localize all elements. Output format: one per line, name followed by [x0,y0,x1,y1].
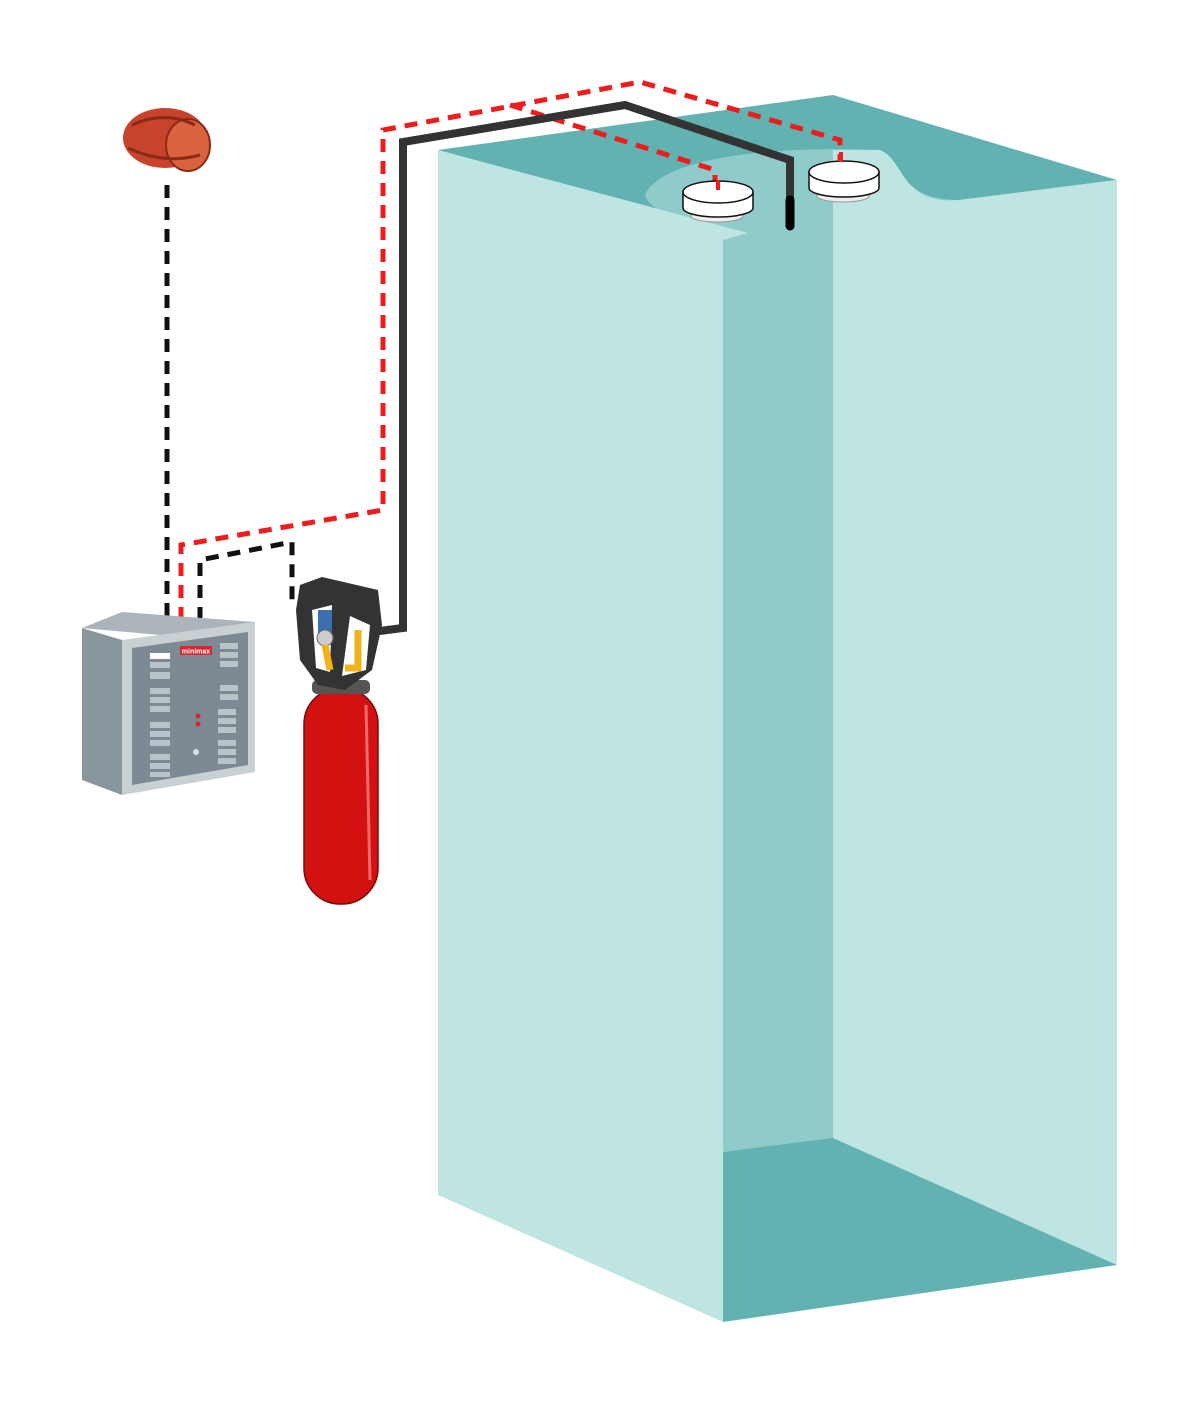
room-floor [723,1138,1117,1322]
detection-main-line [178,79,843,620]
smoke-detector-icon [682,180,754,223]
extinguishing-cylinder-icon [296,577,382,905]
control-panel: minimax [82,612,255,795]
flashing-siren-icon [123,108,211,172]
panel-logo: minimax [182,649,211,656]
protected-room [438,95,1117,1322]
discharge-pipe [371,100,794,636]
room-left-wall [438,150,748,1322]
smoke-detector-icon [808,152,880,203]
room-right-wall [833,180,1117,1265]
cylinder-actuation-line [197,538,295,620]
control-lines [164,185,295,625]
room-right-wall-top [833,150,1117,260]
room-inner-wall [723,215,833,1152]
